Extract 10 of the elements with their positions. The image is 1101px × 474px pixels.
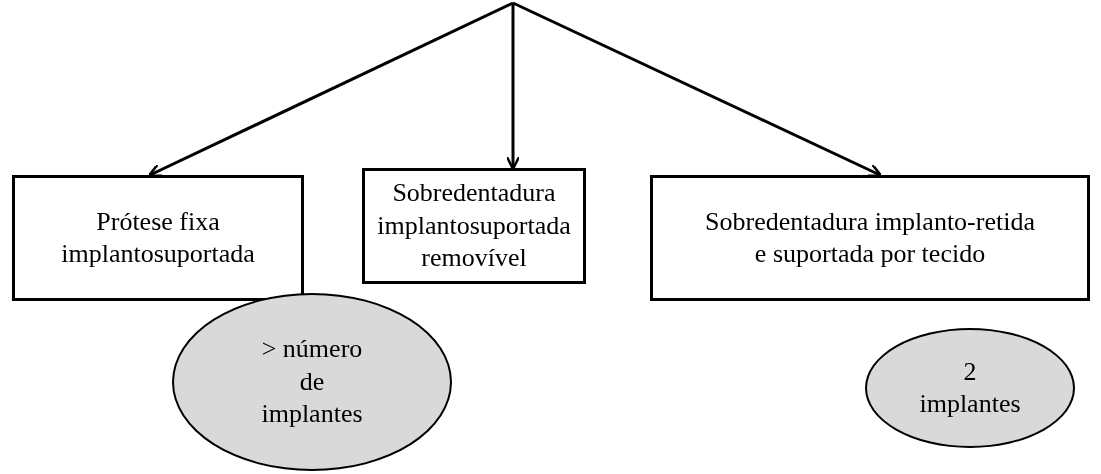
process-box (650, 175, 1090, 301)
process-box (362, 168, 586, 284)
arrow (147, 1, 514, 177)
node-text: > número de implantes (260, 333, 364, 431)
node-text: Sobredentadura implanto-retida e suportada por tecido (705, 205, 1035, 270)
node-text: Prótese fixa implantosuportada (60, 205, 256, 270)
process-box (12, 175, 304, 301)
arrow (512, 1, 883, 177)
node-text: 2 implantes (918, 355, 1022, 420)
node-text: Sobredentadura implantosuportada removível (376, 177, 572, 275)
